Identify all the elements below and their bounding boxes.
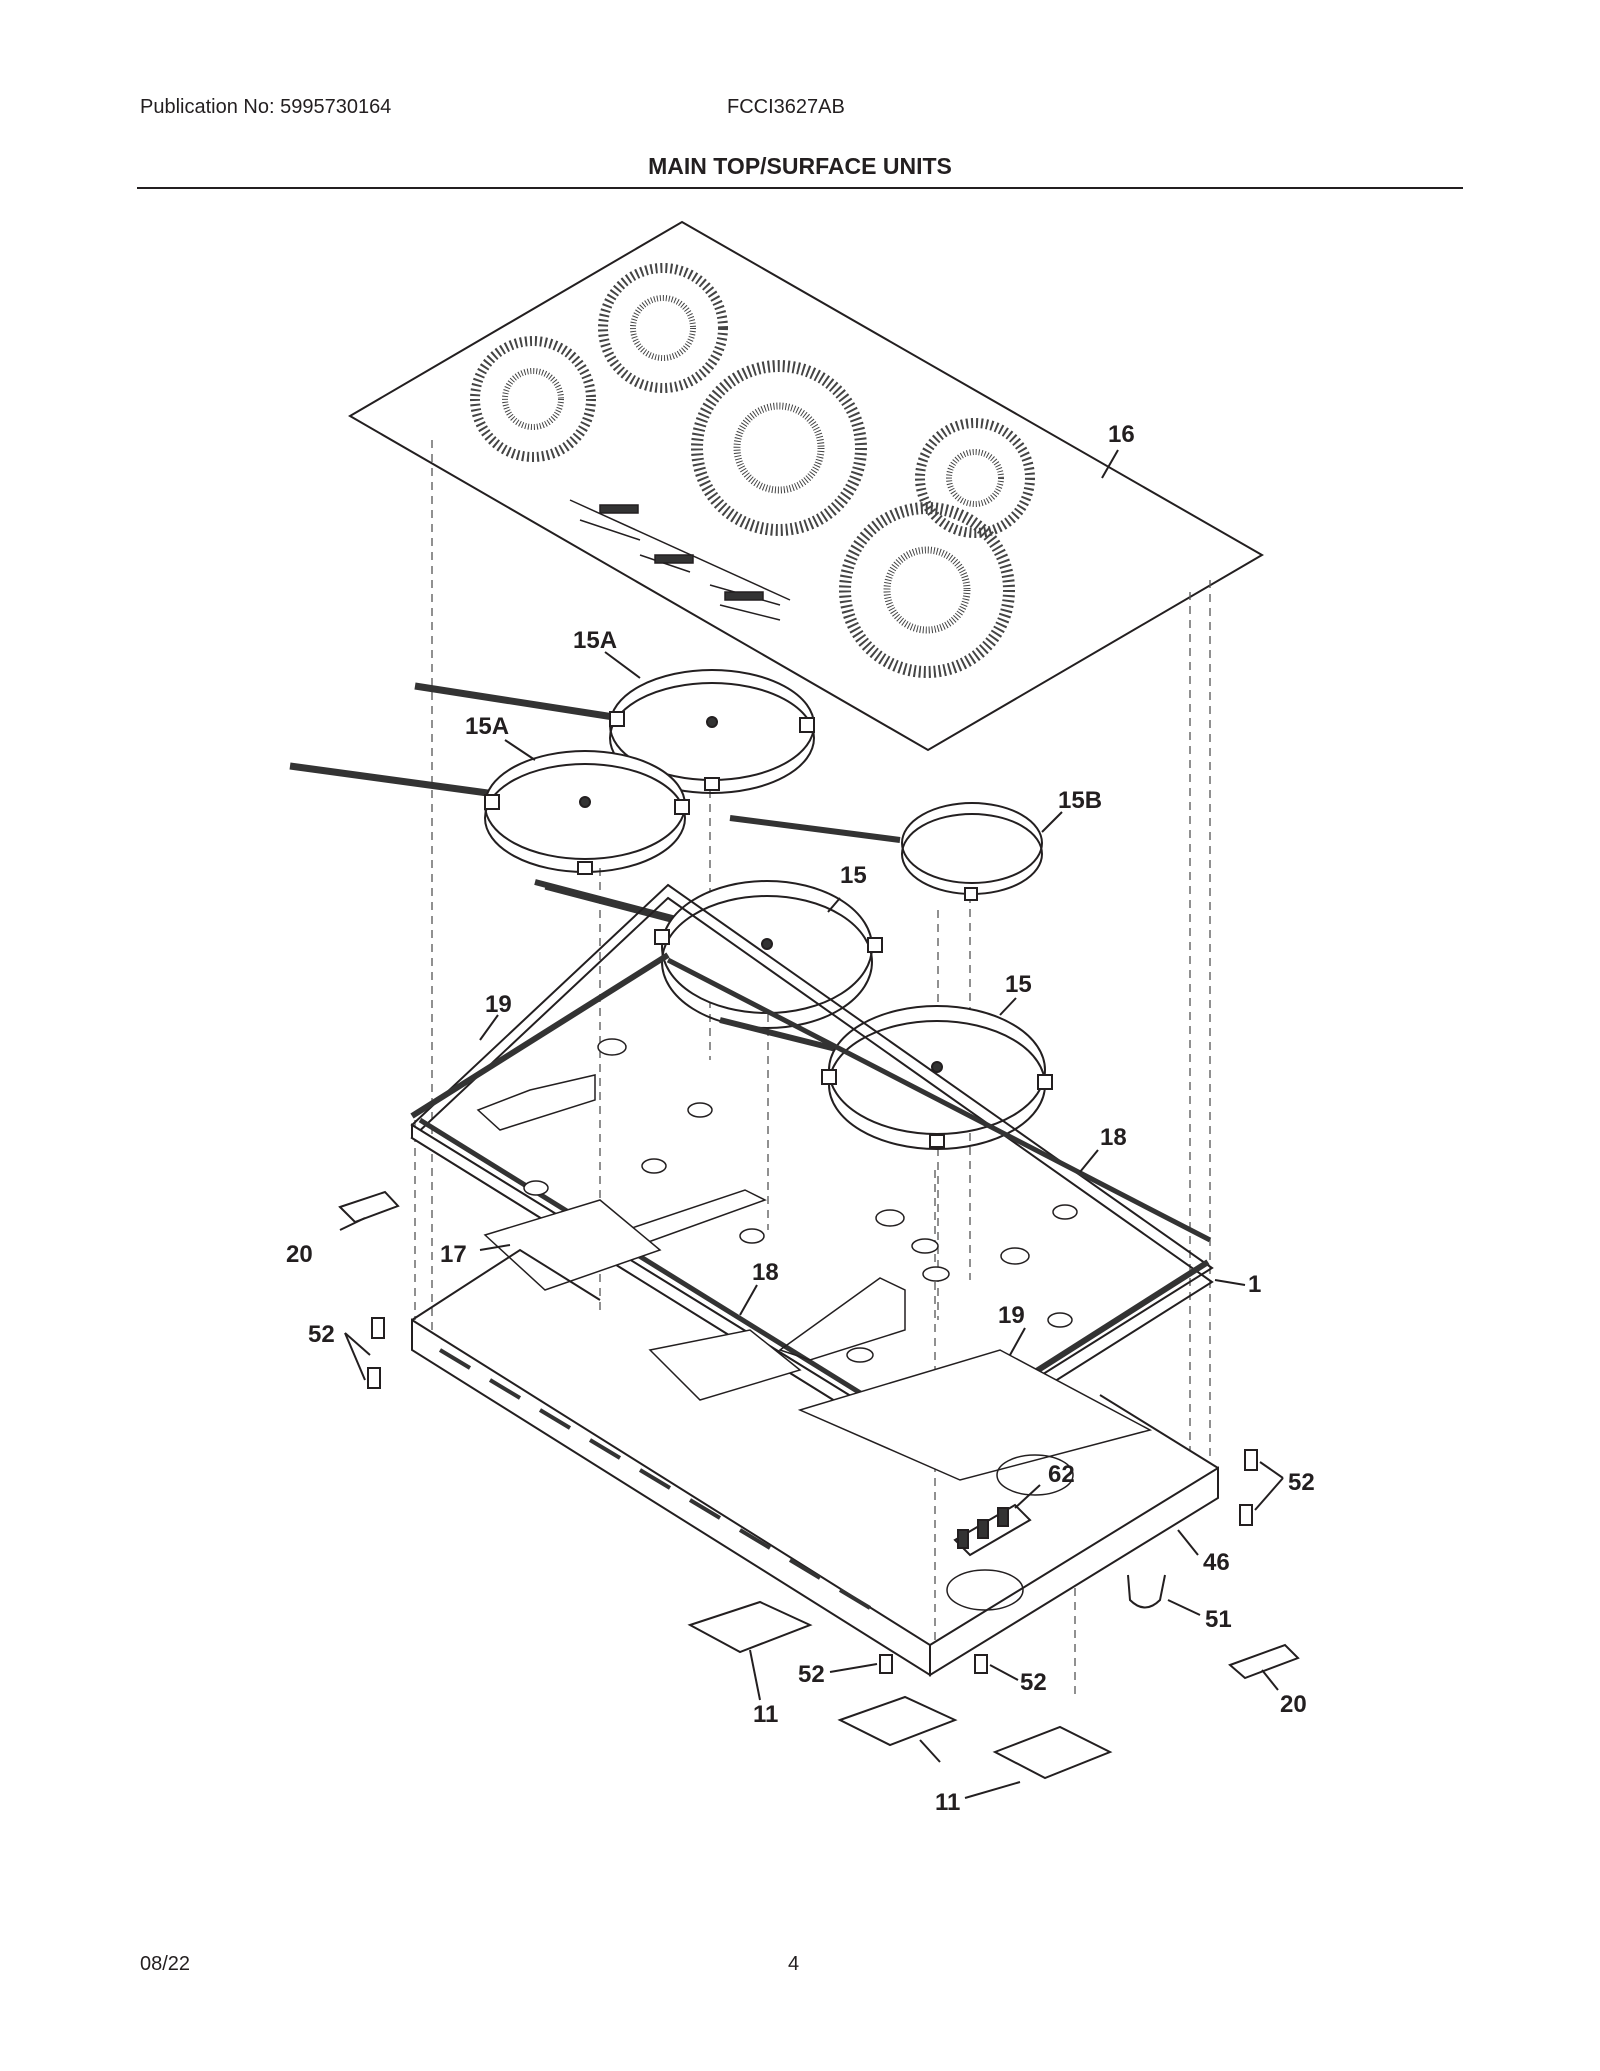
- main-top-frame: [410, 883, 1214, 1462]
- callout-labels: 16 15A 15A 15B 15 15 19 18 20 17 18 1 19…: [286, 421, 1315, 1816]
- clip-52-4: [1239, 1504, 1253, 1526]
- burner-pattern-left: [470, 336, 596, 462]
- callout-52-right: 52: [1288, 1469, 1315, 1496]
- callout-17: 17: [440, 1241, 467, 1268]
- clip-52-3: [1244, 1449, 1258, 1471]
- coil-15a-front: [289, 750, 690, 875]
- publication-number: Publication No: 5995730164: [140, 96, 392, 118]
- glass-cooktop: [348, 220, 1264, 752]
- terminal-block: [953, 1503, 1032, 1557]
- clip-52-2: [367, 1367, 381, 1389]
- bracket-20-left: [338, 1190, 400, 1224]
- page-title: MAIN TOP/SURFACE UNITS: [648, 153, 952, 179]
- burner-pattern-right: [915, 418, 1035, 538]
- burner-pattern-front-right: [839, 502, 1015, 678]
- callout-52-bottom-left: 52: [798, 1661, 825, 1688]
- leader-lines: [339, 449, 1284, 1799]
- hardware: [338, 1190, 1300, 1680]
- gasket-19: [410, 952, 1210, 1443]
- callout-52-left: 52: [308, 1321, 335, 1348]
- coil-15a-rear: [414, 669, 815, 794]
- induction-coils: [289, 669, 1053, 1150]
- bracket-20-right: [1228, 1643, 1300, 1680]
- callout-15a-front: 15A: [465, 713, 509, 740]
- model-number: FCCI3627AB: [727, 96, 845, 118]
- burner-box: [411, 1248, 1219, 1677]
- callout-11-left: 11: [753, 1701, 778, 1728]
- callout-62: 62: [1048, 1461, 1075, 1488]
- touch-control-strip: [569, 499, 791, 621]
- clip-52-5: [879, 1654, 893, 1674]
- mounting-brackets: [687, 1600, 1113, 1780]
- clip-52-6: [974, 1654, 988, 1674]
- callout-46: 46: [1203, 1549, 1230, 1576]
- callout-15b: 15B: [1058, 787, 1102, 814]
- clip-52-1: [371, 1317, 385, 1339]
- callout-18-center: 18: [752, 1259, 779, 1286]
- burner-pattern-center: [691, 360, 867, 536]
- gasket-18: [418, 957, 1212, 1433]
- insulation-sheets: [483, 1199, 1153, 1481]
- page-number: 4: [788, 1953, 800, 1975]
- callout-15-front-right: 15: [1005, 971, 1032, 998]
- callout-11-bottom: 11: [935, 1789, 960, 1816]
- burner-pattern-rear-left: [598, 263, 728, 393]
- callout-19-left: 19: [485, 991, 512, 1018]
- callout-51: 51: [1205, 1606, 1232, 1633]
- header-divider: [137, 187, 1463, 189]
- clamp-51: [1127, 1574, 1166, 1609]
- coil-15b: [729, 802, 1043, 901]
- callout-16: 16: [1108, 421, 1135, 448]
- callout-20-right: 20: [1280, 1691, 1307, 1718]
- coil-15-front-right: [719, 1005, 1053, 1150]
- callout-15-center: 15: [840, 862, 867, 889]
- coil-15-center: [534, 879, 883, 1029]
- footer-date: 08/22: [140, 1953, 191, 1975]
- callout-1: 1: [1248, 1271, 1261, 1298]
- callout-19-right: 19: [998, 1302, 1025, 1329]
- callout-18-right: 18: [1100, 1124, 1127, 1151]
- callout-52-bottom-right: 52: [1020, 1669, 1047, 1696]
- vent-slots: [438, 1348, 872, 1610]
- callout-15a-rear: 15A: [573, 627, 617, 654]
- callout-20-left: 20: [286, 1241, 313, 1268]
